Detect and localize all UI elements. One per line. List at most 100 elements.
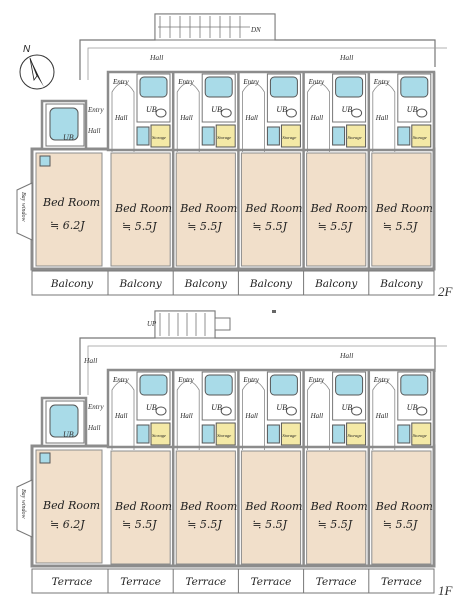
hall-label: Hall (149, 53, 163, 62)
storage-label: Storage (152, 135, 166, 140)
floor-2f: DN Hall Hall Hall Bay window UB Entry Be… (16, 13, 454, 299)
floor-label: 1F (438, 583, 454, 598)
stair-label: UP (147, 320, 157, 328)
outdoor-label: Terrace (251, 576, 292, 588)
hall-label: Hall (375, 114, 389, 122)
sink-icon (332, 424, 346, 444)
hall-label: Hall (310, 412, 324, 420)
storage-closet (280, 124, 301, 148)
staircase: DN (154, 13, 276, 41)
bathtub-icon (204, 76, 233, 98)
entry-door-swing (242, 82, 265, 152)
toilet-icon (220, 406, 232, 416)
floor-1f: UP Hall Hall Bay window UB Entry Hall Be… (16, 310, 454, 598)
bedroom-floor (175, 152, 236, 267)
outdoor-label: Terrace (52, 576, 93, 588)
bathtub-icon (269, 76, 298, 98)
toilet-icon (416, 108, 428, 118)
storage-closet (411, 422, 432, 446)
room-size: ≒ 5.5J (187, 518, 222, 531)
bath-label: UB (407, 403, 418, 412)
storage-closet (215, 124, 236, 148)
outdoor-label: Balcony (249, 278, 293, 290)
bedroom-floor (371, 152, 432, 267)
outdoor-label: Terrace (185, 576, 226, 588)
sink-icon (397, 126, 411, 146)
entry-door-swing (176, 380, 200, 450)
hall-label: Hall (339, 53, 353, 62)
bedroom-floor (371, 450, 432, 565)
bay-window-label: Bay window (20, 192, 26, 222)
bedroom-label: Bed Room (179, 500, 237, 513)
bathtub-icon (269, 374, 298, 396)
bath-label: UB (63, 430, 74, 439)
outdoor-label: Terrace (316, 576, 357, 588)
bedroom-label: Bed Room (42, 499, 100, 512)
entry-label: Entry (242, 78, 259, 86)
storage-closet (215, 422, 236, 446)
storage-closet (150, 422, 171, 446)
bathtub-icon (139, 374, 168, 396)
outdoor-label: Balcony (118, 278, 162, 290)
bath-label: UB (407, 105, 418, 114)
sink-icon (266, 424, 280, 444)
room-size: ≒ 5.5J (383, 220, 418, 233)
toilet-icon (351, 406, 363, 416)
hall-label: Hall (244, 412, 258, 420)
hall-label: Hall (114, 114, 128, 122)
entry-label: Entry (112, 78, 129, 86)
sink-icon (266, 126, 280, 146)
bedroom-floor (110, 450, 171, 565)
toilet-icon (155, 108, 167, 118)
bedroom-label: Bed Room (42, 196, 100, 209)
storage-closet (150, 124, 171, 148)
bathtub-icon (139, 76, 168, 98)
outdoor-label: Balcony (50, 278, 94, 290)
hall-label: Hall (375, 412, 389, 420)
entry-label: Entry (177, 376, 194, 384)
divider-mark (272, 310, 276, 313)
bath-label: UB (63, 133, 74, 142)
storage-closet (411, 124, 432, 148)
entry-label: Entry (373, 78, 390, 86)
hall-label: Hall (87, 127, 101, 135)
sink-icon (136, 424, 150, 444)
toilet-icon (351, 108, 363, 118)
bedroom-label: Bed Room (310, 500, 368, 513)
bathtub-icon (335, 76, 364, 98)
entry-door-swing (176, 82, 200, 152)
room-size: ≒ 5.5J (122, 220, 157, 233)
bedroom-label: Bed Room (310, 202, 368, 215)
storage-label: Storage (348, 135, 362, 140)
hall-label: Hall (114, 412, 128, 420)
entry-door-swing (307, 380, 330, 450)
storage-label: Storage (152, 433, 166, 438)
hall-label: Hall (244, 114, 258, 122)
toilet-icon (285, 108, 297, 118)
staircase: UP (147, 310, 231, 339)
entry-label: Entry (177, 78, 194, 86)
bedroom-floor (110, 152, 171, 267)
sink-icon (201, 126, 215, 146)
bath-label: UB (276, 105, 287, 114)
entry-label: Entry (87, 403, 104, 411)
bay-window-label: Bay window (20, 489, 26, 519)
room-size: ≒ 5.5J (122, 518, 157, 531)
entry-door-swing (111, 82, 135, 152)
storage-label: Storage (217, 433, 231, 438)
entry-label: Entry (242, 376, 259, 384)
room-size: ≒ 6.2J (50, 219, 85, 232)
bedroom-label: Bed Room (244, 500, 302, 513)
entry-label: Entry (373, 376, 390, 384)
hall-label: Hall (310, 114, 324, 122)
storage-label: Storage (282, 433, 296, 438)
bath-label: UB (342, 105, 353, 114)
